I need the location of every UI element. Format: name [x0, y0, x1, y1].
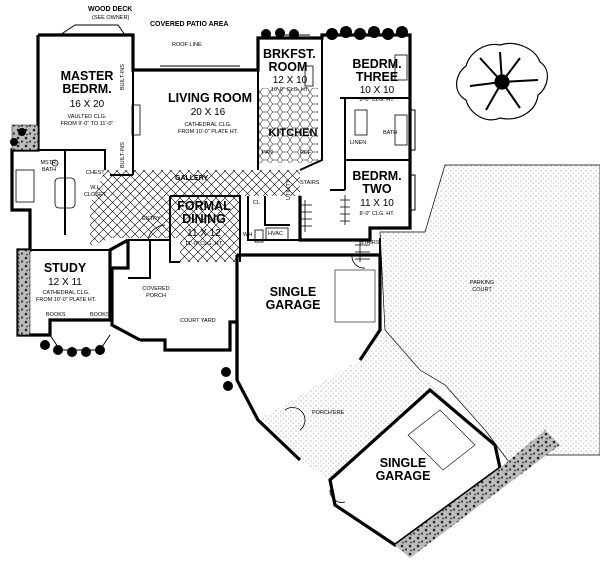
water-heater-label: WH: [243, 232, 253, 238]
master-planter: [11, 124, 39, 151]
stairs-label-lower: STAIRS: [360, 240, 380, 246]
living-room-name: LIVING ROOM: [168, 91, 253, 105]
breakfast-room-name: BRKFST.ROOM: [263, 47, 316, 75]
stairs-label-upper: STAIRS: [300, 180, 320, 186]
court-yard-label: COURT YARD: [180, 318, 216, 324]
linen-label: LINEN: [350, 140, 367, 146]
living-room-size: 20 X 16: [190, 107, 226, 118]
kitchen-floor: [258, 88, 318, 163]
study-ceiling: CATHEDRAL CLG.FROM 10'-0" PLATE HT.: [36, 290, 97, 303]
bedroom-three-ceiling: 8'-0" CLG. HT.: [359, 97, 395, 103]
study-size: 12 X 11: [48, 277, 82, 288]
shrub-icons: [10, 26, 408, 391]
bath-label: BATH: [383, 130, 398, 136]
master-bath-label: MSTR.BATH: [40, 160, 58, 173]
landscape-strip-side: [500, 430, 560, 475]
closet-label: CL: [253, 200, 261, 206]
living-room-ceiling: CATHEDRAL CLG.FROM 10'-0" PLATE HT.: [177, 122, 239, 135]
garage-one-parking: [334, 269, 376, 323]
bedroom-two-size: 11 X 10: [360, 198, 394, 209]
wood-deck-note: (SEE OWNER): [92, 15, 130, 21]
master-bedroom-size: 16 X 20: [69, 99, 105, 110]
tree-icon: [456, 42, 548, 121]
hvac-label: HVAC: [268, 231, 283, 237]
bedroom-three-name: BEDRM.THREE: [352, 57, 402, 85]
bedroom-two-ceiling: 8'-0" CLG. HT.: [359, 211, 395, 217]
entry-label: ENTRY: [142, 216, 161, 222]
kitchen-name: KITCHEN: [268, 127, 318, 139]
wood-deck-label: WOOD DECK: [88, 6, 133, 13]
bedroom-three-size: 10 X 10: [359, 85, 395, 96]
breakfast-room-size: 12 X 10: [272, 75, 308, 86]
chest-label: CHEST: [86, 170, 105, 176]
study-name: STUDY: [43, 261, 87, 275]
books-label-right: BOOKS: [90, 312, 110, 318]
master-bedroom-ceiling: VAULTED CLG.FROM 9'-0" TO 11'-0": [60, 114, 114, 127]
gallery-floor: [90, 170, 300, 262]
formal-dining-size: 11 X 12: [187, 228, 221, 239]
roof-line-label: ROOF LINE: [172, 42, 202, 48]
gallery-label: GALLERY: [175, 175, 209, 182]
landscape-strip: [395, 468, 520, 558]
parking-court-label: PARKING COURT: [469, 280, 495, 293]
utility-label: UTILITY: [286, 179, 292, 200]
study-planter: [17, 249, 31, 336]
bedroom-two-name: BEDRM.TWO: [352, 169, 402, 197]
covered-patio-label: COVERED PATIO AREA: [150, 21, 229, 28]
pantry-label: PAN: [262, 150, 273, 156]
porte-cochere-label: PORCH'ERE: [312, 410, 345, 416]
built-ins-label-lower: BUILT-INS: [120, 142, 126, 168]
breakfast-room-ceiling: 10'-0" CLG. HT.: [270, 87, 310, 93]
garage-two-parking: [407, 409, 476, 471]
built-ins-label-upper: BUILT-INS: [120, 64, 126, 90]
walk-in-closet-label: W.I.CLOSET: [83, 185, 106, 198]
formal-dining-ceiling: 11'-0" CLG. HT.: [185, 241, 223, 247]
refrigerator-label: REF: [300, 150, 311, 156]
books-label-left: BOOKS: [46, 312, 66, 318]
